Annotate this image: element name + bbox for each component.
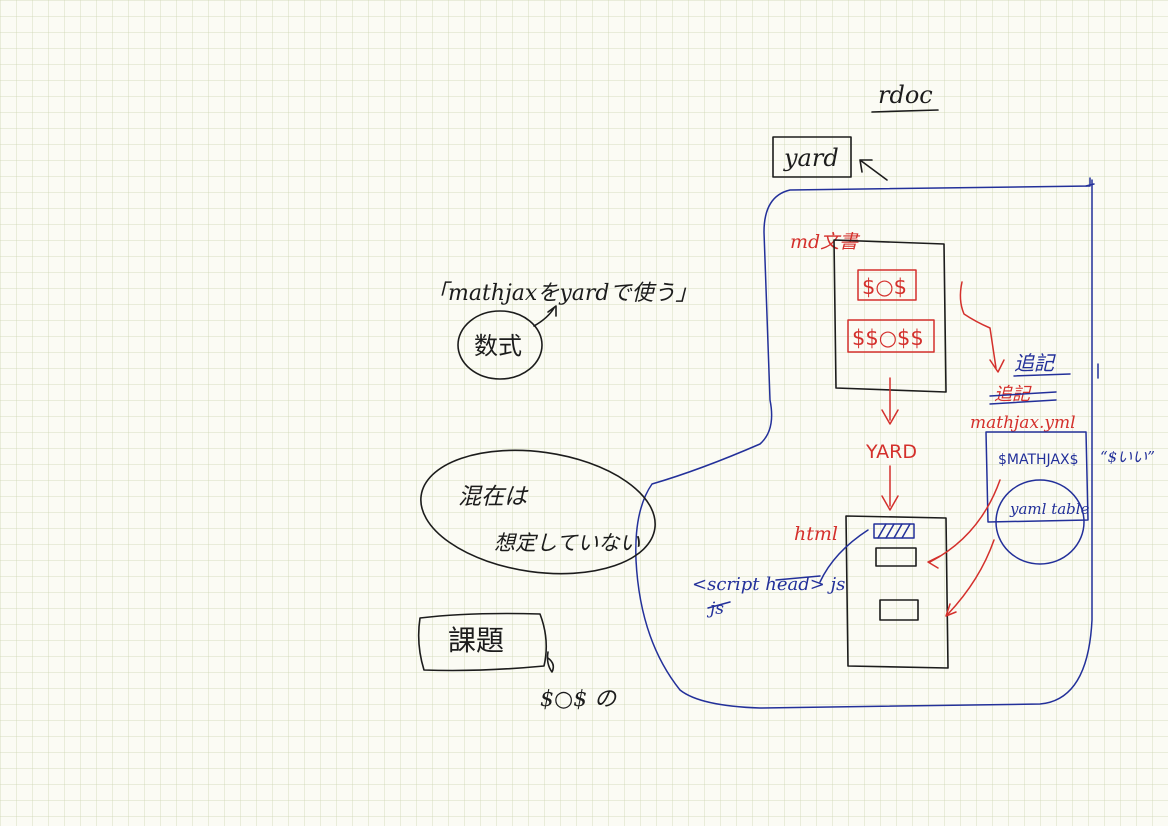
inline-math-box	[857, 269, 917, 301]
script-js-label: <script head> js	[692, 574, 845, 595]
kadai-note: $○$ の	[540, 687, 618, 712]
arrow-to-block1-icon	[927, 479, 1001, 569]
suushiki-arrow-icon	[533, 305, 557, 327]
html-doc-box	[845, 515, 949, 669]
kadai-box	[417, 612, 548, 672]
script-js-note: <script head> js js	[692, 529, 869, 619]
md-doc-label: md文書	[790, 231, 861, 253]
display-math-box	[847, 319, 935, 353]
boundary-tick	[1085, 183, 1095, 187]
tsuiki-label: 追記	[1014, 351, 1056, 375]
right-note: “$いい”	[1100, 448, 1155, 466]
yaml-table-label: yaml table	[1009, 500, 1090, 518]
yard-box-label: yard	[783, 144, 839, 172]
md-document: md文書 $○$ $$○$$	[790, 231, 947, 393]
yard-box	[772, 136, 852, 178]
display-math-label: $$○$$	[852, 326, 924, 350]
mathjax-var-label: $MATHJAX$	[998, 452, 1079, 468]
html-label: html	[794, 523, 838, 545]
kadai-label: 課題	[448, 624, 504, 657]
html-document: html	[794, 515, 949, 669]
system-boundary	[635, 177, 1093, 709]
kadai-node: 課題	[417, 612, 548, 672]
kadai-caret-icon	[546, 651, 555, 673]
rdoc-underline	[871, 109, 939, 113]
html-block-2	[879, 599, 919, 621]
yard-process-label: YARD	[865, 441, 917, 463]
inline-math-label: $○$	[862, 275, 907, 299]
strike-marks	[707, 575, 821, 609]
rdoc-label: rdoc	[878, 81, 933, 109]
script-slot-hatch	[877, 523, 911, 539]
suushiki-circle	[457, 310, 543, 380]
yard-arrow-icon	[859, 159, 888, 181]
script-js-strike-label: js	[706, 599, 724, 619]
tsuiki-underline	[1013, 373, 1071, 377]
mathjax-config-node: $MATHJAX$ yaml table	[985, 431, 1090, 565]
yaml-table-circle	[995, 479, 1085, 565]
yard-node: yard	[772, 136, 888, 181]
suushiki-label: 数式	[474, 332, 522, 360]
html-block-1	[875, 547, 917, 567]
konzai-line2: 想定していない	[494, 531, 640, 555]
arrow-to-yard-icon	[881, 377, 899, 425]
title-note: 「mathjaxをyardで使う」	[426, 281, 697, 306]
arrow-to-html-icon	[881, 465, 899, 511]
konzai-bubble	[420, 449, 656, 575]
konzai-line1: 混在は	[458, 484, 529, 510]
bracket-arrow-icon	[959, 281, 1005, 373]
rdoc-heading: rdoc	[871, 81, 939, 113]
arrow-to-block2-icon	[945, 539, 995, 617]
md-doc-box	[833, 239, 947, 393]
mathjax-yml-label: mathjax.yml	[970, 413, 1076, 433]
script-pointer-line	[819, 529, 869, 583]
mathjax-config-box	[985, 431, 1089, 523]
tsuiki-strike-lines	[989, 391, 1057, 405]
